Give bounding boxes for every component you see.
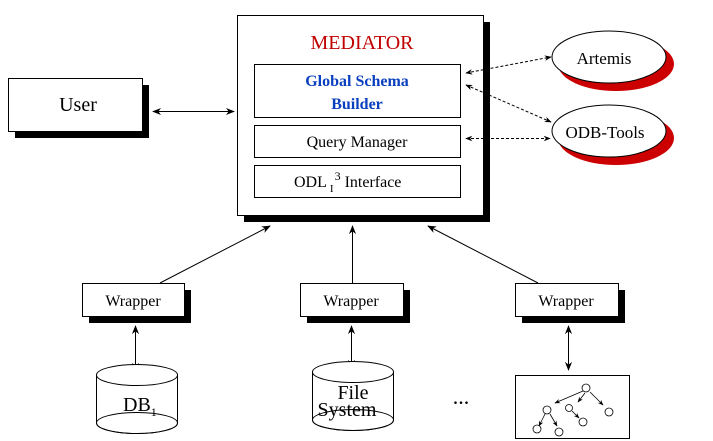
odl-rest: Interface [341, 174, 402, 191]
tree-node [565, 404, 573, 412]
wrapper-label: Wrapper [323, 293, 379, 310]
tree-node [581, 383, 591, 393]
tree-structure-box[interactable] [515, 375, 630, 439]
query-manager-label: Query Manager [307, 134, 409, 151]
query-manager-box[interactable]: Query Manager [254, 125, 461, 158]
odb-tools-ellipse[interactable]: ODB-Tools [551, 104, 674, 165]
wrapper-box-2[interactable]: Wrapper [300, 283, 411, 324]
tree-node [578, 417, 588, 427]
wrapper-label: Wrapper [538, 293, 594, 310]
mediator-title: MEDIATOR [311, 32, 415, 54]
database-cylinder-db1[interactable]: DB1 [96, 364, 178, 434]
user-label: User [59, 94, 97, 116]
tree-nodes [532, 383, 614, 437]
file-system-cylinder[interactable]: File System [312, 361, 394, 431]
fs-label-line1: File [337, 382, 368, 404]
global-schema-builder-line1: Global Schema [305, 73, 409, 90]
odl-sub: I [330, 183, 334, 195]
odb-tools-label: ODB-Tools [565, 123, 644, 142]
ellipsis: ... [453, 384, 470, 409]
gsb-artemis-arrow [465, 55, 552, 75]
wrapper-box-3[interactable]: Wrapper [515, 283, 626, 324]
fs-label-line2: System [318, 399, 377, 421]
mediator-box[interactable]: MEDIATOR Global Schema Builder Query Man… [237, 15, 491, 223]
tree-node [542, 405, 552, 415]
wrapper1-mediator-arrow [159, 225, 271, 284]
tree-node [554, 427, 564, 437]
svg-text:DB1: DB1 [123, 394, 157, 419]
db-sub: 1 [151, 405, 157, 419]
odl-sup: 3 [335, 169, 341, 183]
global-schema-builder-box[interactable]: Global Schema Builder [254, 64, 461, 118]
odl-label: ODL [294, 174, 327, 191]
db-label: DB [123, 394, 151, 416]
wrapper-box-1[interactable]: Wrapper [82, 283, 192, 324]
tree-node [604, 407, 614, 417]
wrapper3-mediator-arrow [427, 225, 539, 284]
gsb-odbtools-arrow [465, 84, 552, 123]
global-schema-builder-line2: Builder [331, 96, 383, 113]
artemis-ellipse[interactable]: Artemis [551, 30, 674, 91]
tree-node [532, 424, 542, 434]
user-box[interactable]: User [8, 78, 150, 139]
wrapper-label: Wrapper [105, 293, 161, 310]
artemis-label: Artemis [577, 49, 632, 68]
tree-edges [538, 390, 604, 427]
